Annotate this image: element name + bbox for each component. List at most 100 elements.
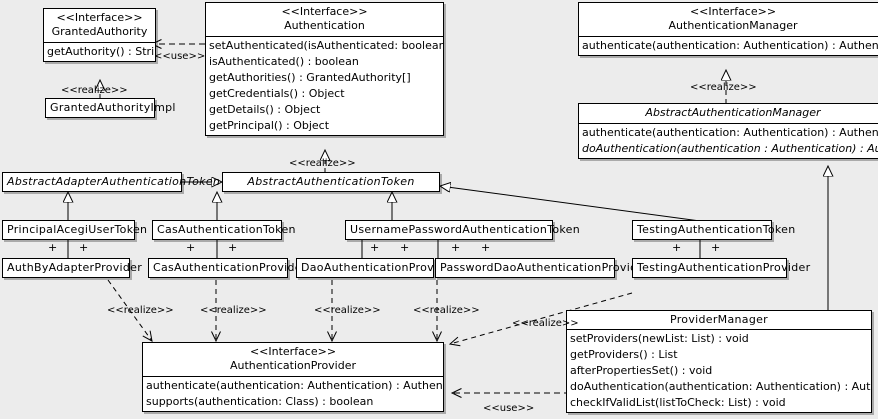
association-marker-public: + [186,241,196,254]
class-abstract-authentication-manager[interactable]: AbstractAuthenticationManager authentica… [578,103,878,159]
class-header: <<Interface>> AuthenticationProvider [143,343,443,376]
section-divider [206,36,443,37]
class-name-label: AuthenticationManager [668,19,798,32]
class-granted-authority-impl[interactable]: GrantedAuthorityImpl [45,98,176,118]
operation-row: getAuthorities() : GrantedAuthority[] [209,71,411,84]
class-header: PasswordDaoAuthenticationProvider [436,259,650,277]
association-marker-public: + [370,241,380,254]
class-authentication-manager[interactable]: <<Interface>> AuthenticationManager auth… [578,2,878,56]
class-name-label: GrantedAuthorityImpl [50,101,176,114]
class-principal-acegi-user-token[interactable]: PrincipalAcegiUserToken [2,220,148,240]
class-testing-authentication-provider[interactable]: TestingAuthenticationProvider [632,258,811,278]
class-cas-authentication-token[interactable]: CasAuthenticationToken [152,220,296,240]
class-name-label: PrincipalAcegiUserToken [7,223,148,236]
class-name-label: CasAuthenticationProvider [153,261,307,274]
section-divider [579,36,878,37]
section-divider [579,123,878,124]
class-name-label: UsernamePasswordAuthenticationToken [350,223,581,236]
operation-row: setProviders(newList: List) : void [570,332,749,345]
operation-row: getDetails() : Object [209,103,321,116]
class-password-dao-authentication-provider[interactable]: PasswordDaoAuthenticationProvider [435,258,650,278]
class-name-label: PasswordDaoAuthenticationProvider [440,261,650,274]
operation-row: getCredentials() : Object [209,87,345,100]
operation-row: isAuthenticated() : boolean [209,55,359,68]
association-marker-public: + [48,241,58,254]
section-divider [567,329,871,330]
class-name-label: AuthByAdapterProvider [7,261,143,274]
class-name-label: ProviderManager [669,313,768,326]
class-header: <<Interface>> GrantedAuthority [44,9,155,42]
association-marker-public: + [79,241,89,254]
operation-row: getProviders() : List [570,348,678,361]
stereotype-label: <<Interface>> [281,5,368,18]
operation-row: doAuthentication(authentication : Authen… [582,142,878,155]
label-realize-testingauthenticationprovider: <<realize>> [512,318,579,329]
class-granted-authority[interactable]: <<Interface>> GrantedAuthority getAuthor… [43,8,156,62]
class-name-label: Authentication [284,19,365,32]
label-realize-abstractauthenticationtoken: <<realize>> [289,158,356,169]
label-realize-casauthenticationprovider: <<realize>> [200,305,267,316]
label-use-providermanager-authenticationprovider: <<use>> [483,403,535,414]
class-header: CasAuthenticationProvider [149,259,307,277]
class-name-label: AbstractAuthenticationToken [247,175,415,188]
class-header: <<Interface>> Authentication [206,3,443,36]
operation-row: afterPropertiesSet() : void [570,364,713,377]
class-header: PrincipalAcegiUserToken [3,221,148,239]
class-header: TestingAuthenticationToken [633,221,795,239]
stereotype-label: <<Interface>> [689,5,777,18]
operation-row: checkIfValidList(listToCheck: List) : vo… [570,396,786,409]
class-header: ProviderManager [567,311,871,329]
class-abstract-authentication-token[interactable]: AbstractAuthenticationToken [222,172,440,192]
operations-compartment: setProviders(newList: List) : void getPr… [567,330,871,412]
class-username-password-authentication-token[interactable]: UsernamePasswordAuthenticationToken [345,220,581,240]
class-name-label: AuthenticationProvider [229,359,357,372]
class-header: DaoAuthenticationProvider [297,259,457,277]
class-name-label: CasAuthenticationToken [157,223,296,236]
association-marker-public: + [672,241,682,254]
class-header: TestingAuthenticationProvider [633,259,811,277]
section-divider [143,376,443,377]
class-testing-authentication-token[interactable]: TestingAuthenticationToken [632,220,795,240]
class-header: UsernamePasswordAuthenticationToken [346,221,581,239]
label-realize-passworddaoauthenticationprovider: <<realize>> [413,305,480,316]
section-divider [44,42,155,43]
label-realize-daoauthenticationprovider: <<realize>> [314,305,381,316]
class-dao-authentication-provider[interactable]: DaoAuthenticationProvider [296,258,457,278]
operations-compartment: authenticate(authentication: Authenticat… [143,377,443,411]
class-name-label: AbstractAuthenticationManager [645,106,821,119]
class-name-label: AbstractAdapterAuthenticationToken [7,175,221,188]
class-header: AbstractAuthenticationToken [223,173,439,191]
link-generalize-testingauthenticationtoken [440,186,701,222]
label-realize-authbyadapterprovider: <<realize>> [107,305,174,316]
association-marker-public: + [481,241,491,254]
class-header: GrantedAuthorityImpl [46,99,176,117]
label-realize-abstractauthenticationmanager: <<realize>> [690,82,757,93]
association-marker-public: + [228,241,238,254]
class-cas-authentication-provider[interactable]: CasAuthenticationProvider [148,258,307,278]
class-header: AbstractAdapterAuthenticationToken [3,173,221,191]
class-authentication-provider[interactable]: <<Interface>> AuthenticationProvider aut… [142,342,444,412]
class-authentication[interactable]: <<Interface>> Authentication setAuthenti… [205,2,444,136]
class-name-label: TestingAuthenticationProvider [637,261,811,274]
operations-compartment: authenticate(authentication: Authenticat… [579,37,878,55]
class-name-label: GrantedAuthority [51,25,148,38]
class-auth-by-adapter-provider[interactable]: AuthByAdapterProvider [2,258,143,278]
operations-compartment: setAuthenticated(isAuthenticated: boolea… [206,37,443,135]
class-header: <<Interface>> AuthenticationManager [579,3,878,36]
label-realize-grantedauthorityimpl: <<realize>> [61,85,128,96]
stereotype-label: <<Interface>> [249,345,337,358]
class-provider-manager[interactable]: ProviderManager setProviders(newList: Li… [566,310,872,413]
class-header: AbstractAuthenticationManager [579,104,878,123]
class-header: CasAuthenticationToken [153,221,296,239]
operation-row: authenticate(authentication: Authenticat… [582,126,878,139]
operation-row: getAuthority() : String [47,45,155,58]
stereotype-label: <<Interface>> [56,11,143,24]
class-abstract-adapter-authentication-token[interactable]: AbstractAdapterAuthenticationToken [2,172,221,192]
operations-compartment: authenticate(authentication: Authenticat… [579,124,878,158]
operation-row: supports(authentication: Class) : boolea… [146,395,374,408]
operation-row: getPrincipal() : Object [209,119,330,132]
association-marker-public: + [400,241,410,254]
class-name-label: DaoAuthenticationProvider [301,261,457,274]
operation-row: setAuthenticated(isAuthenticated: boolea… [209,39,443,52]
